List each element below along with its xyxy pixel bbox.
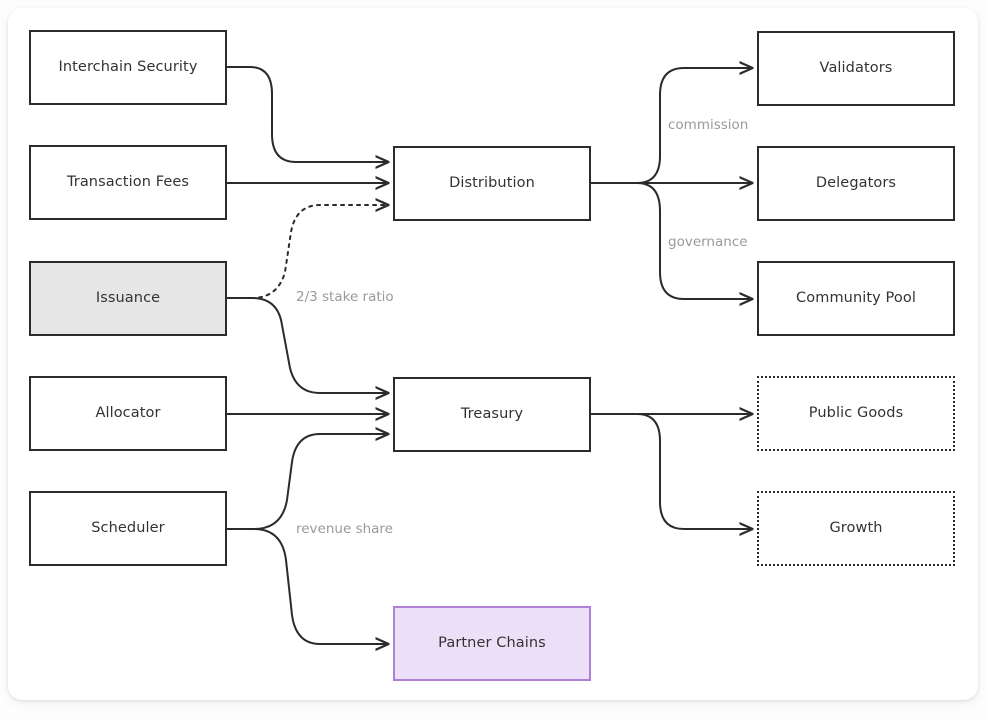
edge-interchain-security-to-distribution <box>226 66 388 162</box>
node-label-issuance: Issuance <box>95 289 161 306</box>
node-label-validators: Validators <box>819 59 893 76</box>
node-allocator[interactable]: Allocator <box>29 376 227 451</box>
edge-treasury-to-growth <box>636 413 752 529</box>
node-growth[interactable]: Growth <box>757 491 955 566</box>
edge-scheduler-to-partner-chains <box>226 528 388 644</box>
edge-label-stake-ratio: 2/3 stake ratio <box>296 289 394 305</box>
node-distribution[interactable]: Distribution <box>393 146 591 221</box>
diagram-canvas-card <box>8 8 978 700</box>
edge-label-commission: commission <box>668 117 749 133</box>
node-label-community-pool: Community Pool <box>796 289 916 306</box>
node-label-allocator: Allocator <box>95 404 161 421</box>
node-public-goods[interactable]: Public Goods <box>757 376 955 451</box>
node-delegators[interactable]: Delegators <box>757 146 955 221</box>
edge-label-revenue-share: revenue share <box>296 521 393 537</box>
node-label-scheduler: Scheduler <box>91 519 165 536</box>
node-label-delegators: Delegators <box>815 174 897 191</box>
node-label-transaction-fees: Transaction Fees <box>66 173 190 190</box>
node-label-interchain-security: Interchain Security <box>58 58 198 75</box>
node-interchain-security[interactable]: Interchain Security <box>29 30 227 105</box>
node-label-treasury: Treasury <box>460 405 524 422</box>
edge-issuance-to-distribution <box>226 205 388 299</box>
node-label-growth: Growth <box>829 519 883 536</box>
node-community-pool[interactable]: Community Pool <box>757 261 955 336</box>
edge-scheduler-to-treasury <box>226 434 388 530</box>
node-treasury[interactable]: Treasury <box>393 377 591 452</box>
edge-label-governance: governance <box>668 234 748 250</box>
edge-issuance-to-treasury <box>226 297 388 393</box>
node-issuance[interactable]: Issuance <box>29 261 227 336</box>
node-scheduler[interactable]: Scheduler <box>29 491 227 566</box>
node-validators[interactable]: Validators <box>757 31 955 106</box>
node-label-public-goods: Public Goods <box>808 404 904 421</box>
node-label-partner-chains: Partner Chains <box>438 634 546 651</box>
node-transaction-fees[interactable]: Transaction Fees <box>29 145 227 220</box>
node-partner-chains[interactable]: Partner Chains <box>393 606 591 681</box>
node-label-distribution: Distribution <box>449 174 535 191</box>
